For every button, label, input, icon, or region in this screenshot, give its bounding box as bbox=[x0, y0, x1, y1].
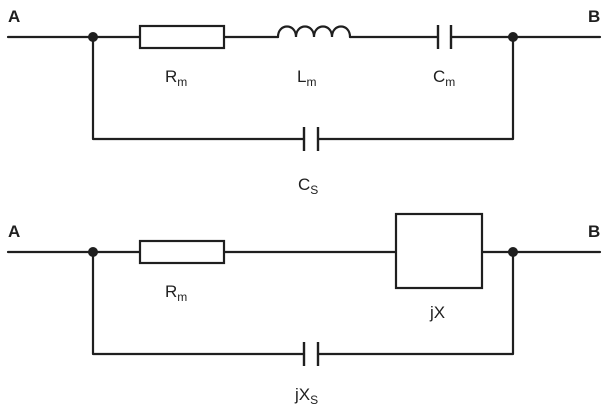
top-parallel-wire-right bbox=[316, 35, 515, 141]
top-capacitor-cm bbox=[436, 25, 453, 49]
top-label-cm: Cm bbox=[433, 67, 455, 89]
bottom-impedance-box-jx bbox=[394, 212, 484, 290]
bottom-label-rm: Rm bbox=[165, 282, 187, 304]
bottom-junction-right bbox=[508, 247, 518, 257]
top-label-lm: Lm bbox=[297, 67, 316, 89]
top-junction-left bbox=[88, 32, 98, 42]
top-capacitor-cs bbox=[302, 127, 320, 151]
top-inductor-lm bbox=[276, 25, 352, 39]
top-resistor-rm bbox=[138, 24, 226, 50]
top-circuit: A B Rm Lm Cm CS bbox=[6, 7, 602, 197]
bottom-capacitor-jxs bbox=[302, 342, 320, 366]
bottom-junction-left bbox=[88, 247, 98, 257]
top-label-cs: CS bbox=[298, 175, 318, 197]
bottom-terminal-a: A bbox=[8, 222, 20, 241]
bottom-parallel-wire-left bbox=[91, 250, 306, 356]
bottom-parallel-wire-right bbox=[316, 250, 515, 356]
top-junction-right bbox=[508, 32, 518, 42]
top-terminal-b: B bbox=[588, 7, 600, 26]
bottom-label-jxs: jXS bbox=[294, 385, 318, 407]
top-parallel-wire-left bbox=[91, 35, 306, 141]
top-terminal-a: A bbox=[8, 7, 20, 26]
bottom-resistor-rm bbox=[138, 239, 226, 265]
bottom-circuit: A B Rm jX jXS bbox=[6, 212, 602, 407]
bottom-label-jx: jX bbox=[429, 303, 445, 322]
bottom-terminal-b: B bbox=[588, 222, 600, 241]
top-label-rm: Rm bbox=[165, 67, 187, 89]
